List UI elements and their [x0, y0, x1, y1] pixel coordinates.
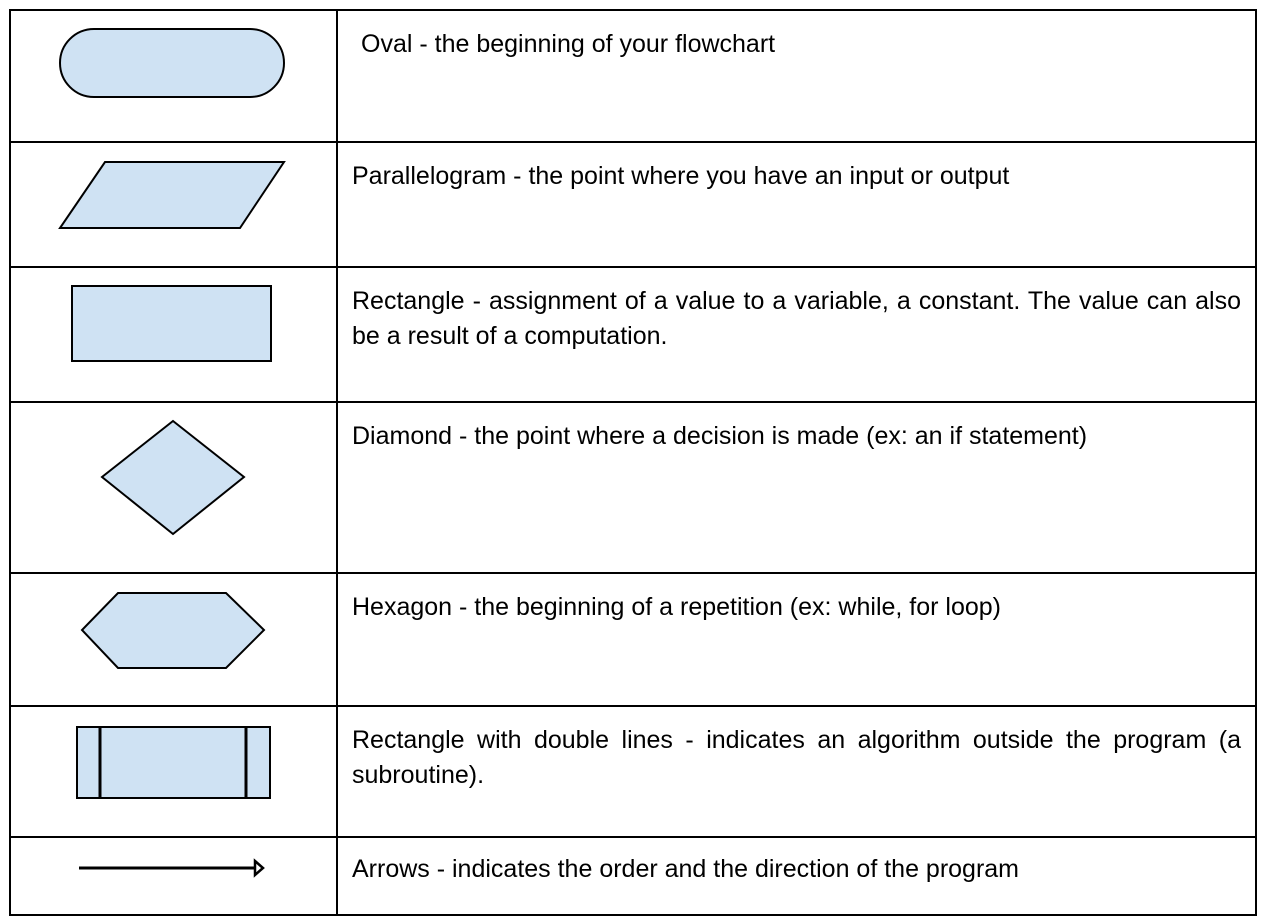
table-row-subroutine: Rectangle with double lines - indicates … [9, 705, 1257, 838]
rectangle-symbol [71, 285, 272, 362]
table-row-diamond: Diamond - the point where a decision is … [9, 401, 1257, 574]
symbol-cell [9, 266, 338, 403]
symbol-cell [9, 572, 338, 707]
double-line-rectangle-symbol [76, 726, 271, 799]
table-row-rectangle: Rectangle - assignment of a value to a v… [9, 266, 1257, 403]
parallelogram-symbol [58, 161, 286, 229]
table-row-hexagon: Hexagon - the beginning of a repetition … [9, 572, 1257, 707]
oval-symbol [59, 28, 285, 98]
diamond-description: Diamond - the point where a decision is … [336, 401, 1257, 574]
symbol-cell [9, 836, 338, 916]
table-row-arrow: Arrows - indicates the order and the dir… [9, 836, 1257, 916]
symbol-cell [9, 401, 338, 574]
subroutine-description: Rectangle with double lines - indicates … [336, 705, 1257, 838]
table-row-parallelogram: Parallelogram - the point where you have… [9, 141, 1257, 268]
table-row-oval: Oval - the beginning of your flowchart [9, 9, 1257, 143]
arrow-symbol [79, 858, 265, 878]
flowchart-symbols-table: Oval - the beginning of your flowchart P… [9, 9, 1257, 916]
symbol-cell [9, 9, 338, 143]
symbol-cell [9, 705, 338, 838]
oval-description: Oval - the beginning of your flowchart [336, 9, 1257, 143]
symbol-cell [9, 141, 338, 268]
diamond-symbol [100, 419, 246, 536]
rectangle-description: Rectangle - assignment of a value to a v… [336, 266, 1257, 403]
hexagon-description: Hexagon - the beginning of a repetition … [336, 572, 1257, 707]
arrow-description: Arrows - indicates the order and the dir… [336, 836, 1257, 916]
parallelogram-description: Parallelogram - the point where you have… [336, 141, 1257, 268]
hexagon-symbol [80, 592, 266, 669]
